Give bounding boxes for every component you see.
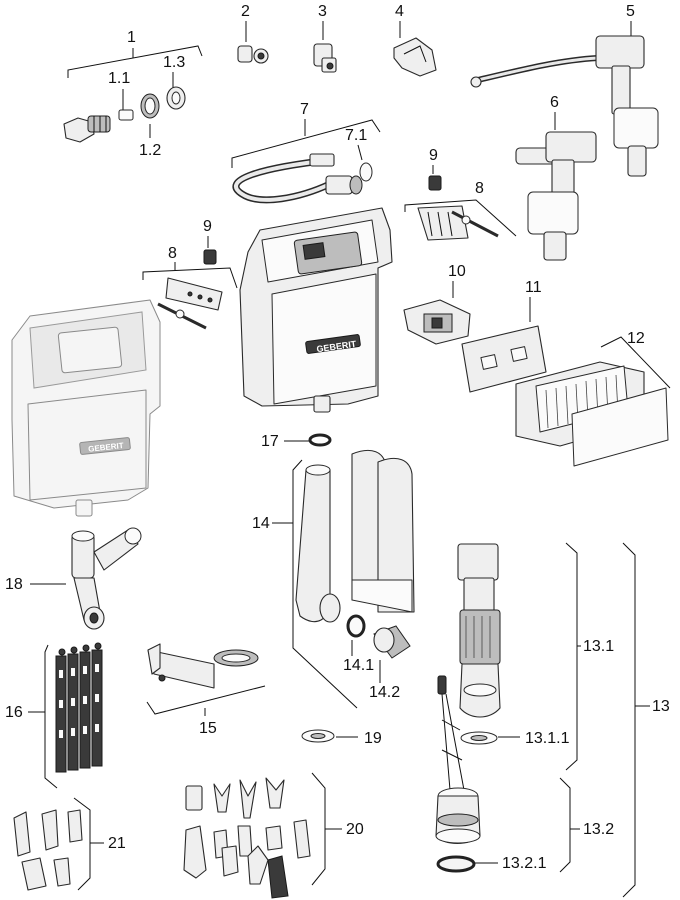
part-13-2-1-seal [436,855,476,873]
label-17: 17 [261,433,279,450]
label-16: 16 [5,704,23,721]
brand-logo-left: GEBERIT [88,441,124,454]
part-13-1-1-washer [460,731,498,745]
part-2-angle-valve [237,45,269,64]
part-13-1-flush-valve [457,543,501,718]
label-1-2: 1.2 [139,142,161,159]
part-7-connection-hose [232,153,373,204]
part-5-fill-valve-with-hose [470,35,659,177]
part-9-clip-right [428,175,442,191]
part-3-elbow [313,43,337,73]
part-14-1-ring [346,614,366,638]
label-14: 14 [252,515,270,532]
label-10: 10 [448,263,466,280]
label-6: 6 [550,94,559,111]
part-13-2-outlet-basket [435,675,481,845]
label-21: 21 [108,835,126,852]
label-13-1: 13.1 [583,638,614,655]
part-10-mounting-bracket [403,299,471,345]
label-13: 13 [652,698,670,715]
part-9-clip-left [203,249,217,265]
label-20: 20 [346,821,364,838]
part-8-fixing-set-left [157,277,223,330]
label-1-1: 1.1 [108,70,130,87]
label-9-right: 9 [429,147,438,164]
part-20-small-parts [183,777,311,899]
label-18: 18 [5,576,23,593]
part-1-connection-fittings [63,86,186,143]
label-1: 1 [127,29,136,46]
label-15: 15 [199,720,217,737]
part-7-1-washer [359,162,373,182]
part-15-pipe-bracket [147,643,259,689]
label-13-2: 13.2 [583,821,614,838]
label-14-1: 14.1 [343,657,374,674]
part-16-fastening-strips [55,642,103,773]
part-labels: 1 1.1 1.3 1.2 2 3 4 5 6 7 7.1 9 8 9 8 10… [5,3,670,872]
group-brackets [28,21,671,898]
label-4: 4 [395,3,404,20]
label-11: 11 [525,279,542,296]
part-8-fixing-set-right [417,205,499,241]
label-19: 19 [364,730,382,747]
label-2: 2 [241,3,250,20]
part-14-flush-bend [295,449,415,623]
label-5: 5 [626,3,635,20]
part-14-2-sleeve [373,625,411,659]
label-12: 12 [627,330,645,347]
label-3: 3 [318,3,327,20]
label-1-3: 1.3 [163,54,185,71]
part-17-seal [308,433,332,447]
part-19-washer [301,729,335,743]
cistern-main: GEBERIT [239,207,393,413]
part-12-protection-box [515,361,669,467]
label-7: 7 [300,101,309,118]
part-11-frame-plate [461,325,547,393]
part-18-y-connector [71,527,142,630]
part-21-fixing-clips [13,809,83,891]
label-8-left: 8 [168,245,177,262]
part-6-fill-valve [515,131,597,261]
label-14-2: 14.2 [369,684,400,701]
label-13-2-1: 13.2.1 [502,855,547,872]
label-9-left: 9 [203,218,212,235]
label-13-1-1: 13.1.1 [525,730,570,747]
part-4-bracket [393,37,437,77]
cistern-reference-left: GEBERIT [11,299,161,517]
label-8-right: 8 [475,180,484,197]
label-7-1: 7.1 [345,127,367,144]
